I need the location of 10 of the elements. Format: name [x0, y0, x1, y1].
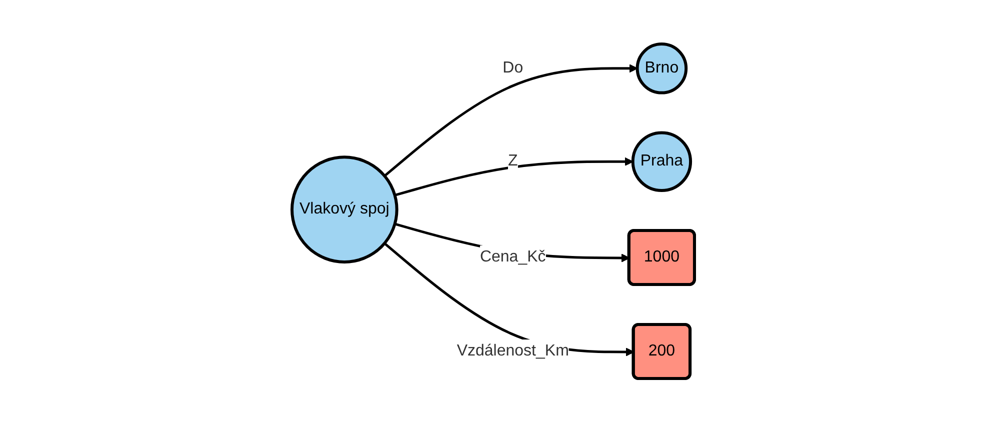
edge-label: Cena_Kč: [480, 248, 546, 266]
edge-label: Vzdálenost_Km: [456, 342, 569, 360]
edge-label: Do: [502, 59, 523, 76]
node-circle: Vlakový spoj: [290, 155, 398, 264]
node-circle: Brno: [636, 42, 688, 94]
edge-label: Z: [508, 152, 518, 170]
arrow: [394, 157, 633, 196]
arrow: [384, 64, 638, 177]
arrow: [383, 242, 634, 356]
node-circle: Praha: [631, 131, 692, 192]
